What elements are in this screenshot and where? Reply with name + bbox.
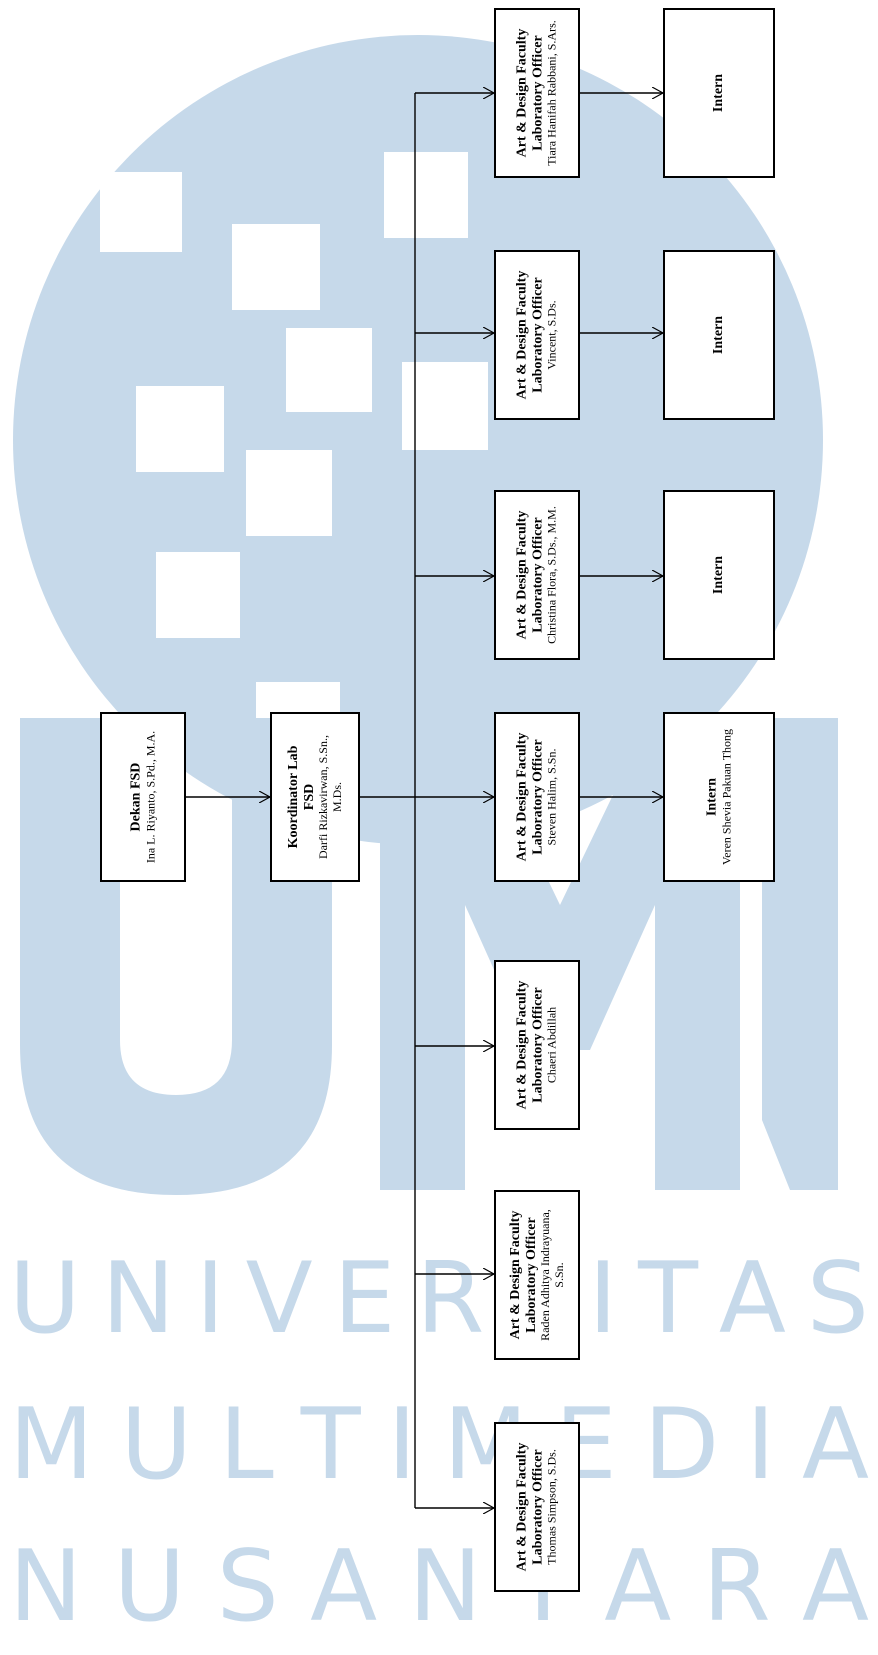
officer-title: Art & Design Faculty Laboratory Officer	[514, 270, 546, 400]
coordinator-title: Koordinator Lab FSD	[285, 745, 317, 849]
officer-box-2: Art & Design Faculty Laboratory Officer …	[494, 1190, 580, 1360]
officer-name: Christina Flora, S.Ds., M.M.	[544, 506, 559, 644]
coordinator-box: Koordinator Lab FSD Darfi Rizkavirwan, S…	[270, 712, 360, 882]
dean-name: Ina L. Riyanto, S.Pd., M.A.	[143, 730, 158, 864]
watermark-row-3: N U S A N T A R A	[9, 1530, 869, 1644]
officer-box-3: Art & Design Faculty Laboratory Officer …	[494, 960, 580, 1130]
officer-box-5: Art & Design Faculty Laboratory Officer …	[494, 490, 580, 660]
intern-name: Veren Shevia Pakuan Thong	[719, 728, 734, 866]
officer-title: Art & Design Faculty Laboratory Officer	[514, 732, 546, 862]
watermark-row-2: M U L T I M E D I A	[9, 1388, 869, 1502]
officer-name: Vincent, S.Ds.	[544, 300, 559, 370]
watermark-umn-letters	[20, 718, 838, 1195]
intern-title: Intern	[711, 315, 727, 355]
officer-box-4: Art & Design Faculty Laboratory Officer …	[494, 712, 580, 882]
officer-title: Art & Design Faculty Laboratory Officer	[514, 510, 546, 640]
officer-box-7: Art & Design Faculty Laboratory Officer …	[494, 8, 580, 178]
officer-name: Steven Halim, S.Sn.	[544, 748, 559, 846]
intern-title: Intern	[711, 73, 727, 113]
officer-name: Chaeri Abdillah	[544, 1006, 559, 1084]
intern-box-1: Intern Veren Shevia Pakuan Thong	[663, 712, 775, 882]
coordinator-name: Darfi Rizkavirwan, S.Sn., M.Ds.	[316, 735, 344, 859]
officer-name: Raden Adhitya Indrayuana, S.Sn.	[538, 1209, 566, 1341]
intern-title: Intern	[704, 777, 720, 817]
intern-title: Intern	[711, 555, 727, 595]
intern-box-4: Intern	[663, 8, 775, 178]
officer-box-1: Art & Design Faculty Laboratory Officer …	[494, 1422, 580, 1592]
officer-title: Art & Design Faculty Laboratory Officer	[514, 1442, 546, 1572]
officer-title: Art & Design Faculty Laboratory Officer	[514, 980, 546, 1110]
officer-name: Thomas Simpson, S.Ds.	[544, 1449, 559, 1565]
officer-box-6: Art & Design Faculty Laboratory Officer …	[494, 250, 580, 420]
intern-box-3: Intern	[663, 250, 775, 420]
intern-box-2: Intern	[663, 490, 775, 660]
officer-name: Tiara Hanifah Rabbani, S.Ars.	[544, 20, 559, 166]
watermark-squares	[100, 152, 488, 758]
dean-box: Dekan FSD Ina L. Riyanto, S.Pd., M.A.	[100, 712, 186, 882]
dean-title: Dekan FSD	[128, 762, 144, 832]
officer-title: Art & Design Faculty Laboratory Officer	[507, 1210, 539, 1340]
watermark-row-1: U N I V E R S I T A S	[9, 1242, 869, 1356]
officer-title: Art & Design Faculty Laboratory Officer	[514, 28, 546, 158]
